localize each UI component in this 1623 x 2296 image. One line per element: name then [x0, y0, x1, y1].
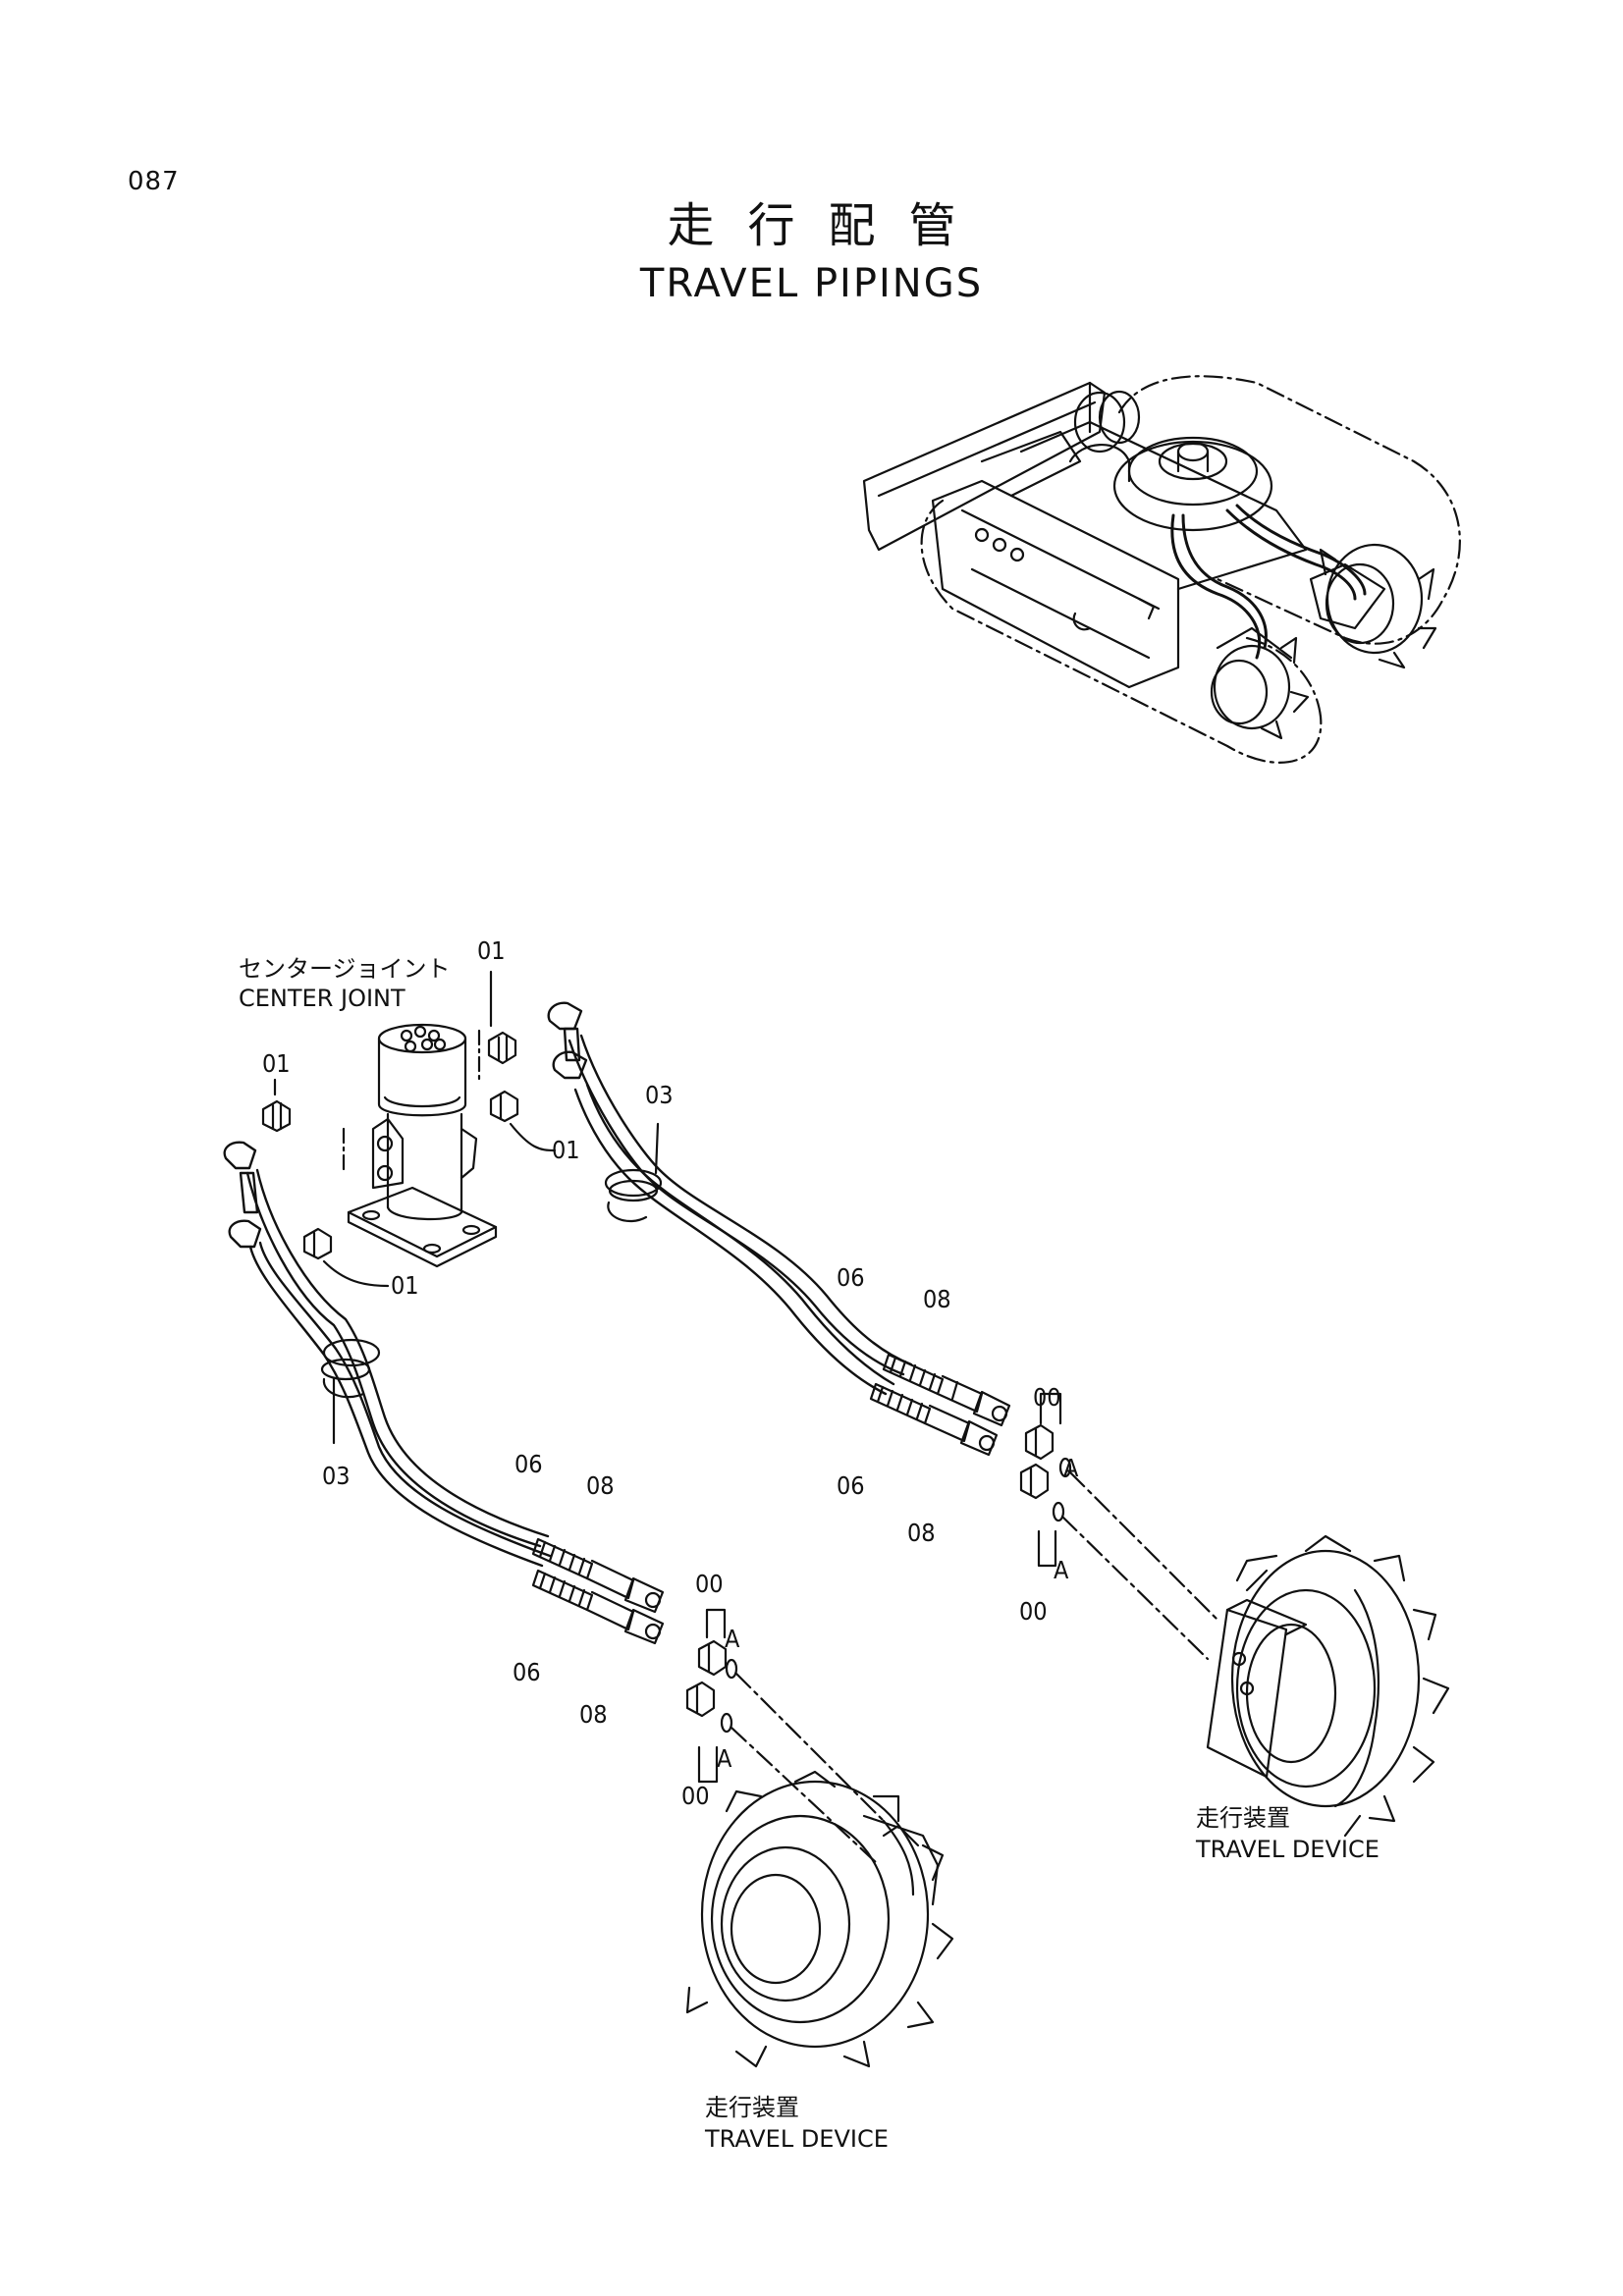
center-joint-label-jp: センタージョイント	[239, 955, 451, 983]
rear-sprocket	[1309, 543, 1437, 669]
callout-03-upper: 03	[645, 1081, 674, 1109]
left-hose-ends	[531, 1537, 665, 1645]
callout-a-left-bot: A	[717, 1744, 732, 1773]
rear-track-outline	[1117, 375, 1461, 645]
page-title-en: TRAVEL PIPINGS	[639, 261, 984, 306]
travel-device-right-label-en: TRAVEL DEVICE	[1196, 1836, 1380, 1863]
travel-device-left-label-jp: 走行装置	[705, 2094, 799, 2121]
callout-08-right-bot: 08	[907, 1519, 936, 1547]
machine-overview	[862, 375, 1461, 764]
callout-00-right-top: 00	[1033, 1383, 1061, 1412]
callout-08-right-top: 08	[923, 1285, 951, 1313]
callout-01-mid: 01	[552, 1136, 580, 1164]
callout-00-right-bot: 00	[1019, 1597, 1048, 1626]
center-joint-label-en: CENTER JOINT	[239, 985, 406, 1012]
travel-device-right	[1206, 1534, 1450, 1838]
callout-a-left-top: A	[725, 1625, 740, 1653]
callout-01-left: 01	[262, 1049, 291, 1078]
page-title-jp: 走行配管	[667, 198, 990, 253]
callout-06-left-bot: 06	[513, 1658, 541, 1686]
right-hose-ends	[869, 1353, 1011, 1457]
callout-00-left-bot: 00	[681, 1782, 710, 1810]
page-number: 087	[128, 167, 180, 196]
fittings-01	[261, 970, 557, 1288]
callout-06-right-bot: 06	[837, 1471, 865, 1500]
hoses	[223, 1001, 913, 1568]
callout-a-right-top: A	[1063, 1454, 1079, 1482]
center-joint	[342, 1023, 498, 1268]
callout-01-top: 01	[477, 936, 506, 965]
callout-08-left-top: 08	[586, 1471, 615, 1500]
callout-00-left-top: 00	[695, 1570, 724, 1598]
center-frame	[1019, 420, 1308, 591]
overview-hose-1	[1170, 513, 1262, 660]
center-joint-base	[347, 1186, 498, 1258]
callout-06-left-top: 06	[514, 1450, 543, 1478]
callout-08-left-bot: 08	[579, 1700, 608, 1729]
travel-device-right-label-jp: 走行装置	[1196, 1804, 1290, 1832]
callout-03-lower: 03	[322, 1462, 351, 1490]
callout-a-right-bot: A	[1054, 1556, 1069, 1584]
front-sprocket	[1210, 626, 1310, 740]
clamps-03	[320, 1122, 663, 1445]
callout-01-low: 01	[391, 1271, 419, 1300]
overview-hose-2	[1225, 508, 1357, 601]
front-track-frame	[931, 479, 1180, 689]
front-track-outline	[920, 499, 1323, 764]
travel-device-left	[685, 1770, 954, 2068]
title-block: 走行配管 TRAVEL PIPINGS	[0, 196, 1623, 312]
travel-device-left-label-en: TRAVEL DEVICE	[705, 2125, 889, 2153]
adapters-00	[685, 1392, 1219, 1867]
callout-06-right-top: 06	[837, 1263, 865, 1292]
